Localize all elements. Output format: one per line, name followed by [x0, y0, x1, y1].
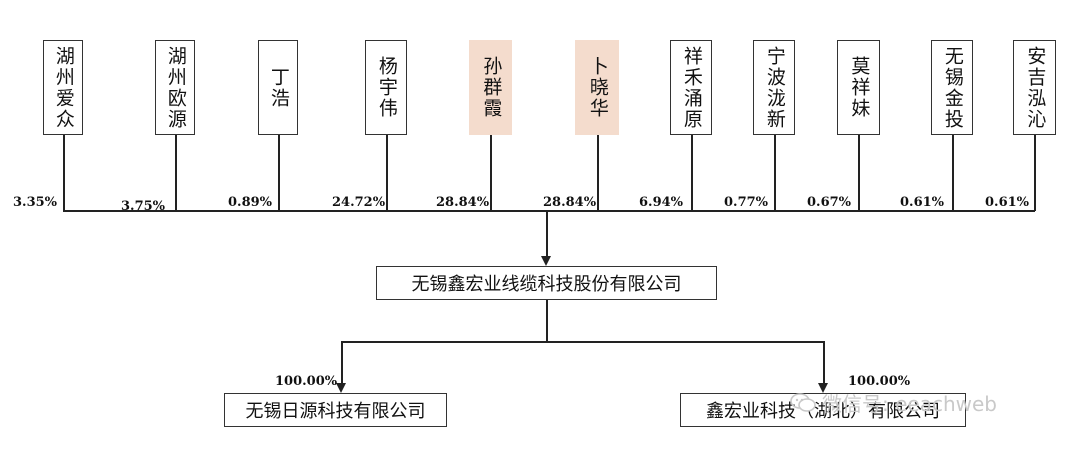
connector-line [175, 135, 177, 211]
shareholder-box: 祥禾涌原 [670, 40, 712, 135]
share-percent: 3.35% [13, 195, 58, 210]
shareholder-box-highlight: 孙群霞 [469, 40, 512, 135]
watermark: 微信号: eeachweb [790, 388, 997, 417]
shareholder-name: 无锡金投 [941, 45, 964, 130]
shareholder-box: 宁波泷新 [753, 40, 795, 135]
connector-line [823, 341, 825, 385]
connector-line [952, 135, 954, 211]
shareholder-name: 莫祥妹 [848, 56, 871, 119]
connector-line [858, 135, 860, 211]
subsidiary-percent: 100.00% [275, 374, 338, 389]
connector-line [490, 135, 492, 211]
share-percent: 0.77% [724, 195, 769, 210]
share-percent: 0.61% [985, 195, 1030, 210]
connector-line [1034, 135, 1036, 211]
arrowhead [818, 383, 828, 393]
connector-line [63, 135, 65, 211]
subsidiary-percent: 100.00% [848, 374, 911, 389]
connector-line [774, 135, 776, 211]
shareholder-name: 杨宇伟 [375, 56, 398, 119]
arrowhead [541, 256, 551, 266]
shareholder-box: 湖州爱众 [43, 40, 83, 135]
shareholder-name: 孙群霞 [480, 56, 503, 119]
shareholder-name: 湖州爱众 [52, 45, 75, 130]
share-percent: 6.94% [639, 195, 684, 210]
main-company-box: 无锡鑫宏业线缆科技股份有限公司 [376, 266, 717, 300]
shareholder-name: 卜晓华 [586, 56, 609, 119]
shareholder-box: 杨宇伟 [365, 40, 407, 135]
share-percent: 0.89% [228, 195, 273, 210]
shareholder-box: 安吉泓沁 [1013, 40, 1056, 135]
connector-line [278, 135, 280, 211]
connector-line [546, 210, 548, 258]
shareholder-name: 安吉泓沁 [1024, 45, 1047, 130]
shareholder-name: 宁波泷新 [763, 45, 786, 130]
shareholder-name: 祥禾涌原 [680, 45, 703, 130]
shareholder-name: 丁浩 [267, 66, 290, 109]
share-percent: 0.67% [807, 195, 852, 210]
arrowhead [336, 383, 346, 393]
shareholder-box: 丁浩 [258, 40, 298, 135]
shareholder-box: 无锡金投 [931, 40, 973, 135]
connector-line [341, 341, 343, 385]
share-percent: 24.72% [332, 195, 386, 210]
connector-line [691, 135, 693, 211]
connector-line [597, 135, 599, 211]
share-percent: 28.84% [543, 195, 597, 210]
shareholder-box-highlight: 卜晓华 [575, 40, 619, 135]
shareholder-box: 湖州欧源 [155, 40, 195, 135]
share-percent: 28.84% [436, 195, 490, 210]
connector-line [546, 300, 548, 342]
main-company-name: 无锡鑫宏业线缆科技股份有限公司 [411, 274, 682, 295]
shareholder-name: 湖州欧源 [164, 45, 187, 130]
connector-line [386, 135, 388, 211]
wechat-icon [790, 392, 816, 412]
share-percent: 0.61% [900, 195, 945, 210]
share-percent: 3.75% [121, 199, 166, 214]
watermark-text: 微信号: eeachweb [822, 392, 997, 416]
subsidiary-box: 无锡日源科技有限公司 [224, 393, 447, 427]
branch-line [341, 341, 824, 343]
subsidiary-name: 鑫宏业科技（湖北）有限公司 [706, 401, 940, 422]
subsidiary-name: 无锡日源科技有限公司 [245, 401, 426, 422]
shareholder-box: 莫祥妹 [837, 40, 880, 135]
bus-line [63, 210, 1035, 212]
subsidiary-box: 鑫宏业科技（湖北）有限公司 [680, 393, 966, 427]
